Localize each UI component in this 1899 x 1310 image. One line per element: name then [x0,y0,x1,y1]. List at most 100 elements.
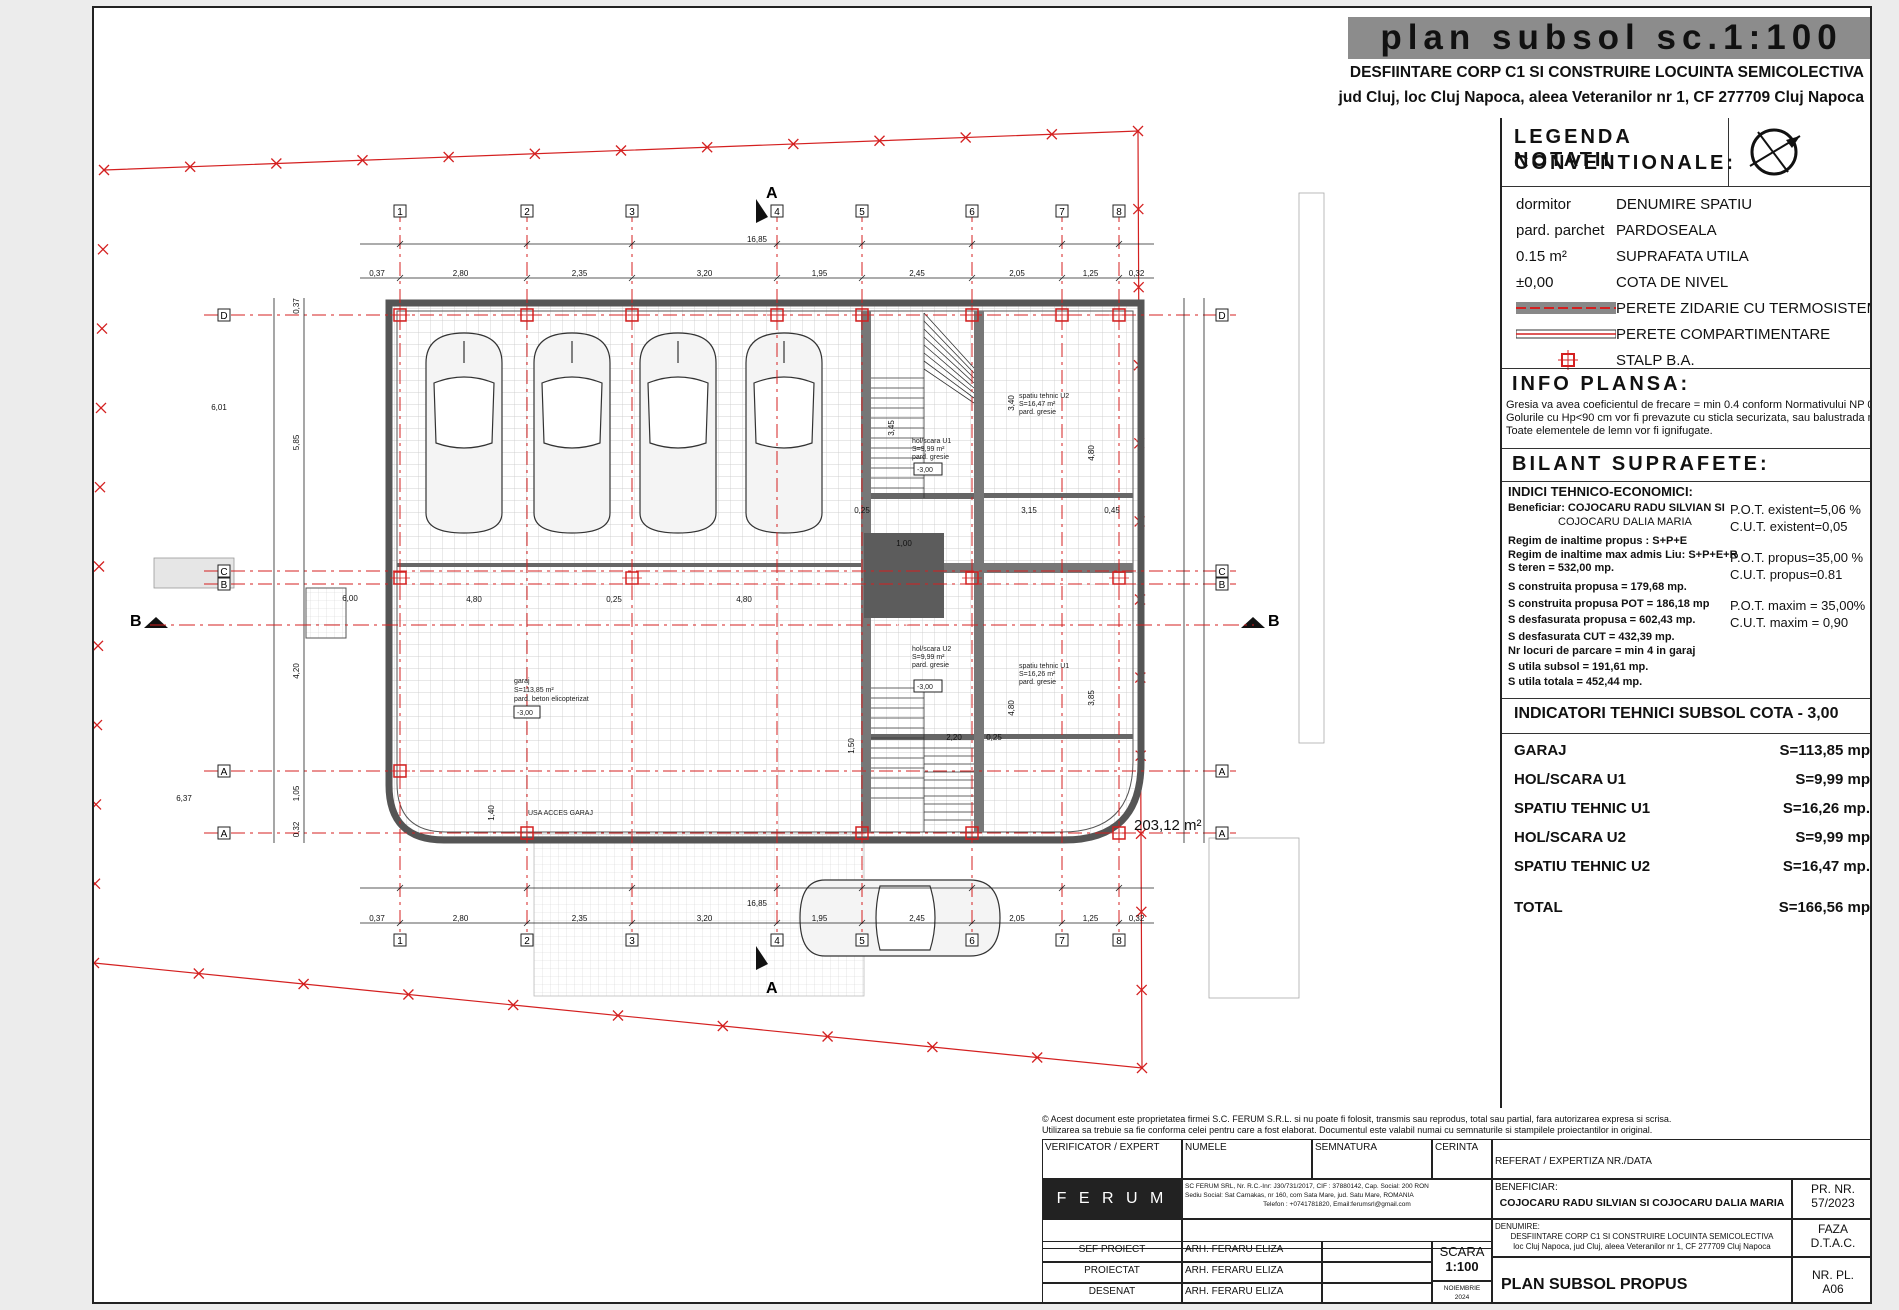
info-line-2: Toate elementele de lemn vor fi ignifuga… [1506,425,1713,437]
beneficiar-name: COJOCARU RADU SILVIAN SI COJOCARU DALIA … [1499,1197,1785,1209]
boundary-mark [443,151,455,163]
boundary-mark [96,323,108,335]
boundary-mark [298,978,310,990]
boundary-mark [615,145,627,156]
tb-nr-pl: NR. PL. A06 [1792,1257,1870,1302]
dimension-tick [773,884,781,892]
boundary-mark [94,878,101,886]
bilant-left-1: COJOCARU DALIA MARIA [1558,516,1692,528]
tb-plan-title: PLAN SUBSOL PROPUS [1492,1257,1792,1302]
indicator-value-1: S=9,99 mp [1795,771,1870,788]
dimension-tick [396,274,404,282]
axis-bubble [965,204,979,218]
bilant-right-5: C.U.T. maxim = 0,90 [1730,615,1849,630]
role-sef-proiect: SEF PROIECT [1042,1241,1182,1262]
dimension-tick [628,884,636,892]
dimension-left: 5,85 [292,434,301,450]
dimension-bottom: 2,80 [453,914,469,923]
car-outline [639,332,717,534]
indicator-total-value: S=166,56 mp [1778,899,1870,916]
tb-cerinta: CERINTA [1432,1139,1492,1179]
pr-label: PR. NR. [1810,1182,1855,1196]
dimension-bottom: 2,45 [909,914,925,923]
hol1-level: -3,00 [917,467,933,474]
bilant-left-2: Regim de inaltime propus : S+P+E [1508,535,1688,547]
dimension-inner: 3,15 [1021,506,1037,515]
car-cabin [753,376,815,449]
stair-winder [923,352,975,394]
dimension-top: 2,80 [453,269,469,278]
axis-label-row: B [221,580,228,591]
dimension-inner: 4,80 [736,595,752,604]
bilant-left-6: S construita propusa POT = 186,18 mp [1508,598,1710,610]
dimension-tick [628,274,636,282]
legend-meaning-4: PERETE ZIDARIE CU TERMOSISTEM [1616,300,1872,317]
dimension-tick [858,240,866,248]
garage-floor: pard. beton elicopterizat [514,696,589,703]
boundary-mark [701,141,713,153]
scara-label: SCARA [1439,1244,1485,1259]
boundary-mark [787,138,799,150]
project-title: DESFIINTARE CORP C1 SI CONSTRUIRE LOCUIN… [1349,64,1864,81]
legend-heading-1: LEGENDA NOTATII [1514,126,1633,171]
name-proiectat: ARH. FERARU ELIZA [1182,1262,1322,1283]
axis-bubble [520,204,534,218]
dimension-top: 0,32 [1129,269,1145,278]
bilant-box: BILANT SUPRAFETE: INDICI TEHNICO-ECONOMI… [1502,448,1870,699]
section-mark-a-top: A [766,185,778,202]
dimension-tick [858,919,866,927]
axis-bubble [217,826,231,840]
north-arrow [1728,118,1870,186]
hol2-name: hol/scara U2 [912,646,951,653]
dimension-tick [1058,919,1066,927]
axis-bubble [770,204,784,218]
section-mark-b-right: B [1268,613,1280,630]
axis-label-col: 2 [524,936,530,947]
dimension-inner: 0,25 [606,595,622,604]
boundary-mark [94,561,105,572]
indicator-name-0: GARAJ [1514,742,1567,759]
legend-heading-2: CONVENTIONALE: [1514,152,1736,174]
boundary-mark [1133,281,1145,293]
legend-meaning-0: DENUMIRE SPATIU [1616,196,1753,213]
dimension-tick [523,240,531,248]
nrpl-label: NR. PL. [1811,1268,1854,1282]
axis-bubble [393,204,407,218]
axis-label-row: B [1219,580,1226,591]
indicator-name-4: SPATIU TEHNIC U2 [1514,858,1651,875]
legend-symbol-0: dormitor [1516,196,1572,213]
name-sef-proiect: ARH. FERARU ELIZA [1182,1241,1322,1262]
axis-bubble [1215,577,1229,591]
dimension-tick [968,884,976,892]
stair-winder [923,360,975,399]
axis-label-col: 3 [629,936,635,947]
dimension-vertical: 4,80 [1007,700,1016,716]
axis-label-row: C [1218,567,1225,578]
title-block: © Acest document este proprietatea firme… [1042,1113,1870,1302]
boundary-mark [184,161,196,173]
axis-label-col: 3 [629,207,635,218]
dimension-inner: 1,00 [896,539,912,548]
car-cabin [541,376,603,449]
boundary-mark [357,154,368,166]
dimension-tick [1115,884,1123,892]
axis-label-col: 6 [969,936,975,947]
denumire-line-2: loc Cluj Napoca, jud Cluj, aleea Veteran… [1513,1242,1771,1251]
boundary-mark [1135,828,1147,840]
indicator-value-2: S=16,26 mp. [1782,800,1870,817]
dimension-side-top: 6,01 [211,403,227,412]
dimension-vertical: 3,40 [1007,395,1016,411]
boundary-mark [960,132,972,143]
dimension-total-top: 16,85 [747,235,768,244]
section-mark-a-bottom: A [766,980,778,997]
spatiu2-area: S=16,47 m² [1019,401,1056,408]
boundary-mark [1046,128,1058,140]
bilant-heading: BILANT SUPRAFETE: [1512,453,1770,475]
boundary-mark [94,962,100,969]
bilant-left-9: Nr locuri de parcare = min 4 in garaj [1508,645,1696,657]
compass-icon [1749,128,1801,176]
dimension-tick [1058,240,1066,248]
company-line-1: SC FERUM SRL, Nr. R.C.-Inr: J30/731/2017… [1185,1183,1429,1190]
hol2-area: S=9,99 m² [912,654,945,661]
